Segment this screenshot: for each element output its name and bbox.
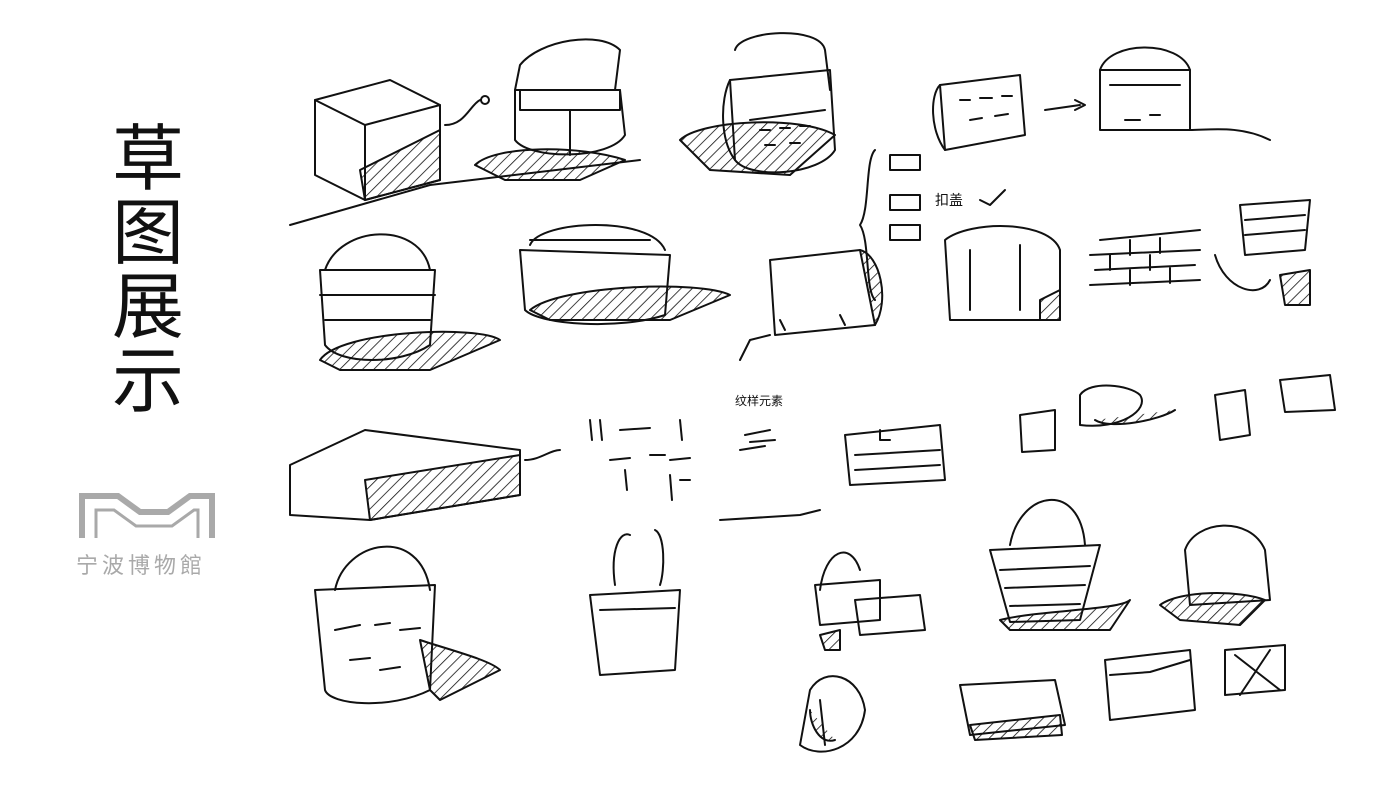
sketch-tote [589,529,681,676]
sketch-options: 扣盖 [859,149,1006,301]
sketch-bag-6 [519,224,731,326]
sketch-building-wall [844,424,946,486]
page-title-char-3: 展 [111,265,184,349]
sketch-brick-wall [1089,229,1271,292]
sketch-basket [989,499,1131,631]
sketch-slouch-bag [1159,524,1271,626]
sketch-bag-10 [314,545,501,705]
sketch-canvas: 扣盖 纹样元素 [289,32,1336,753]
page-title-char-4: 示 [111,339,184,423]
sketch-bag-2 [679,32,836,176]
museum-logo: 宁波博物館 [74,490,224,590]
sketch-small-pieces [1019,374,1336,453]
note-pattern-label: 纹样元素 [735,393,783,408]
sketch-bottom-row [799,644,1286,753]
sketch-bag-8 [944,225,1061,321]
note-clasp-label: 扣盖 [935,193,963,209]
page-title-char-2: 图 [111,191,184,275]
museum-logo-text: 宁波博物館 [76,554,207,579]
sketch-motifs: 纹样元素 [589,393,783,501]
title-column: 草 图 展 示 宁波博物館 [0,0,300,787]
page-title-char-1: 草 [111,117,184,201]
sketch-long-box [289,429,561,521]
museum-logo-icon [79,493,215,538]
sketch-bag-1 [474,38,626,181]
sketch-bag-5 [319,233,501,371]
page-title: 草 图 展 示 [108,122,188,418]
sketch-bag-7 [739,249,884,361]
sketch-bag-cluster [719,509,926,651]
sketch-bag-3 [932,74,1086,151]
sketch-bag-4 [1099,46,1271,141]
sketch-bag-9 [1239,199,1311,306]
